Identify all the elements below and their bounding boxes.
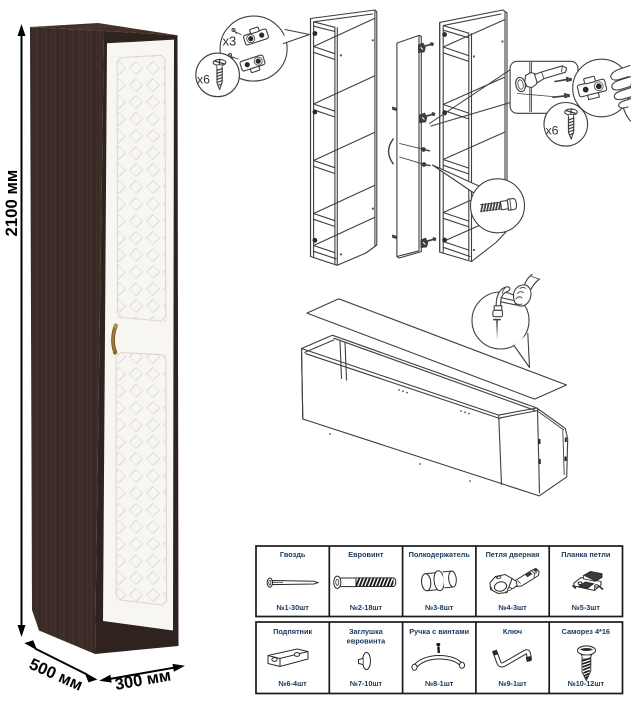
svg-text:Петля дверная: Петля дверная xyxy=(486,550,540,559)
svg-text:№8-1шт: №8-1шт xyxy=(425,679,454,688)
svg-text:Заглушка: Заглушка xyxy=(349,627,384,636)
svg-text:Полкодержатель: Полкодержатель xyxy=(409,550,471,559)
svg-text:№6-4шт: №6-4шт xyxy=(278,679,307,688)
svg-text:№1-30шт: №1-30шт xyxy=(276,603,309,612)
svg-text:x3: x3 xyxy=(223,34,237,49)
svg-text:Планка петли: Планка петли xyxy=(561,550,610,559)
svg-text:Ключ: Ключ xyxy=(503,627,522,636)
svg-text:№9-1шт: №9-1шт xyxy=(498,679,527,688)
svg-text:Ручка с винтами: Ручка с винтами xyxy=(409,627,469,636)
svg-text:№3-8шт: №3-8шт xyxy=(425,603,454,612)
svg-text:евровинта: евровинта xyxy=(347,637,386,646)
svg-text:x6: x6 xyxy=(546,124,559,138)
svg-text:Саморез 4*16: Саморез 4*16 xyxy=(562,627,610,636)
svg-text:№10-12шт: №10-12шт xyxy=(568,679,605,688)
svg-text:x6: x6 xyxy=(197,73,210,87)
svg-text:Евровинт: Евровинт xyxy=(348,550,384,559)
svg-text:№7-10шт: №7-10шт xyxy=(350,679,383,688)
svg-text:№5-3шт: №5-3шт xyxy=(572,603,601,612)
svg-text:Подпятник: Подпятник xyxy=(273,627,312,636)
svg-text:2100 мм: 2100 мм xyxy=(2,170,21,237)
svg-text:№2-18шт: №2-18шт xyxy=(350,603,383,612)
svg-text:Гвоздь: Гвоздь xyxy=(280,550,306,559)
svg-text:№4-3шт: №4-3шт xyxy=(498,603,527,612)
